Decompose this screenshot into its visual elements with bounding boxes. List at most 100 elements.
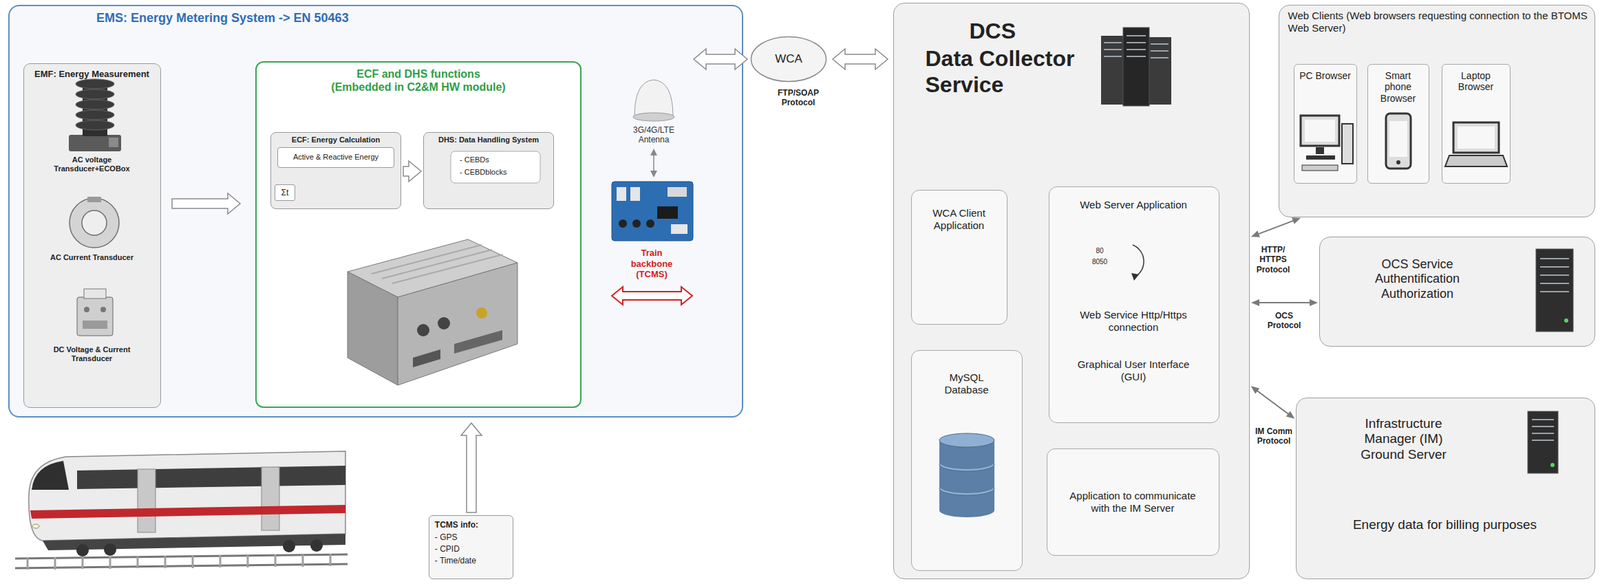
database-icon xyxy=(939,479,995,494)
dcs-server-icon xyxy=(1147,37,1172,105)
train-illustration xyxy=(15,564,348,569)
communication-board xyxy=(630,187,640,201)
voltage-transducer xyxy=(75,110,115,120)
node-text: Energy data for billing purposes xyxy=(1310,517,1580,534)
hardware-module xyxy=(347,271,398,386)
hardware-module xyxy=(397,262,518,386)
dc-transducer xyxy=(83,289,106,299)
hardware-module xyxy=(417,324,430,337)
application-box: Web Server Application808050Web Service … xyxy=(1048,186,1220,424)
node-text: Data Collector Service xyxy=(925,45,1091,99)
dc-transducer xyxy=(83,306,90,313)
edge-label: OCS Protocol xyxy=(1259,311,1309,332)
train-illustration xyxy=(30,505,346,519)
node-title: OCS Service Authentification Authorizati… xyxy=(1348,257,1487,303)
train-illustration xyxy=(15,451,348,570)
current-transducer-ring xyxy=(87,196,102,203)
train-illustration xyxy=(261,467,280,531)
communication-board xyxy=(611,181,693,241)
communication-board xyxy=(667,187,687,197)
train-illustration xyxy=(28,451,346,541)
node-text: AC voltage Transducer+ECOBox xyxy=(37,155,148,174)
connector-line xyxy=(1251,386,1296,420)
block-arrow xyxy=(172,193,241,215)
ocs-server-icon xyxy=(1536,249,1574,332)
connector-line xyxy=(1255,389,1291,416)
voltage-transducer xyxy=(75,99,115,110)
dc-transducer xyxy=(100,306,106,313)
connector-line xyxy=(1255,220,1296,236)
dcs-server-icon xyxy=(1101,27,1172,106)
train-illustration xyxy=(32,524,40,529)
antenna-icon xyxy=(633,79,675,122)
hardware-module xyxy=(454,330,503,354)
database-icon xyxy=(939,503,995,518)
node-text: - Time/date xyxy=(434,556,511,566)
node-title: Web Clients (Web browsers requesting con… xyxy=(1288,9,1589,35)
voltage-transducer xyxy=(68,134,122,152)
communication-board xyxy=(632,219,641,228)
im-server-icon xyxy=(1550,463,1555,468)
smartphone-icon xyxy=(1385,113,1411,169)
im-server-icon xyxy=(1527,411,1559,474)
node-title: DHS: Data Handling System xyxy=(425,135,552,145)
arrow-head xyxy=(1251,230,1261,237)
interface-ellipse: WCA xyxy=(750,35,828,83)
arrow-head xyxy=(1309,299,1318,307)
database-icon xyxy=(939,433,995,518)
current-transducer-ring xyxy=(75,204,113,242)
node-title: TCMS info: xyxy=(434,520,511,530)
dcs-server-icon xyxy=(1123,27,1150,106)
hardware-module xyxy=(476,307,488,319)
im-server-icon xyxy=(1531,419,1554,441)
pc-icon xyxy=(1306,155,1336,160)
train-illustration xyxy=(76,544,89,557)
antenna-label: 3G/4G/LTE Antenna xyxy=(619,125,689,146)
node-title: PC Browser xyxy=(1299,70,1351,82)
process-box: Active & Reactive Energy xyxy=(277,147,395,168)
im-server-icon xyxy=(1527,411,1559,474)
arrow-head xyxy=(1291,217,1301,224)
arrow-head xyxy=(1286,411,1296,420)
voltage-transducer xyxy=(75,89,115,100)
laptop-icon xyxy=(1453,122,1499,153)
arrow-head xyxy=(1251,386,1261,394)
communication-board xyxy=(611,181,693,241)
application-box: Application to communicate with the IM S… xyxy=(1046,448,1220,557)
node-title: EMF: Energy Measurement xyxy=(27,68,157,80)
edge-label: HTTP/ HTTPS Protocol xyxy=(1252,244,1294,275)
voltage-transducer xyxy=(108,137,119,148)
connector-line xyxy=(1251,299,1318,307)
communication-board xyxy=(616,187,627,201)
pc-icon xyxy=(1300,115,1353,171)
dcs-server-icon xyxy=(1103,35,1169,58)
communication-board xyxy=(618,219,627,228)
node-title: EMS: Energy Metering System -> EN 50463 xyxy=(96,11,620,27)
client-group: Web Clients (Web browsers requesting con… xyxy=(1278,4,1596,218)
smartphone-icon xyxy=(1389,121,1408,157)
antenna-board-arrow xyxy=(650,148,658,156)
port-switch-arrow xyxy=(1131,244,1144,281)
port-switch-arrow xyxy=(1132,244,1144,277)
communication-board xyxy=(657,206,678,219)
ocs-server-icon xyxy=(1564,318,1569,323)
node-text: Graphical User Interface (GUI) xyxy=(1070,358,1197,384)
connector-line xyxy=(1256,302,1313,304)
smartphone-icon xyxy=(1396,160,1401,165)
node-title: Σt xyxy=(281,187,290,198)
hardware-module xyxy=(371,244,503,284)
dc-transducer xyxy=(82,320,108,329)
edge-label: IM Comm Protocol xyxy=(1252,426,1296,447)
arrow-head xyxy=(1251,299,1260,307)
laptop-icon xyxy=(1445,122,1508,167)
train-illustration xyxy=(310,539,323,552)
block-arrow xyxy=(832,48,888,70)
connector-line xyxy=(1251,217,1301,237)
node-text: AC Current Transducer xyxy=(37,253,148,263)
node-title: Laptop Browser xyxy=(1445,70,1508,94)
dhs-inner-panel xyxy=(450,151,541,184)
node-title: WCA xyxy=(774,52,803,67)
